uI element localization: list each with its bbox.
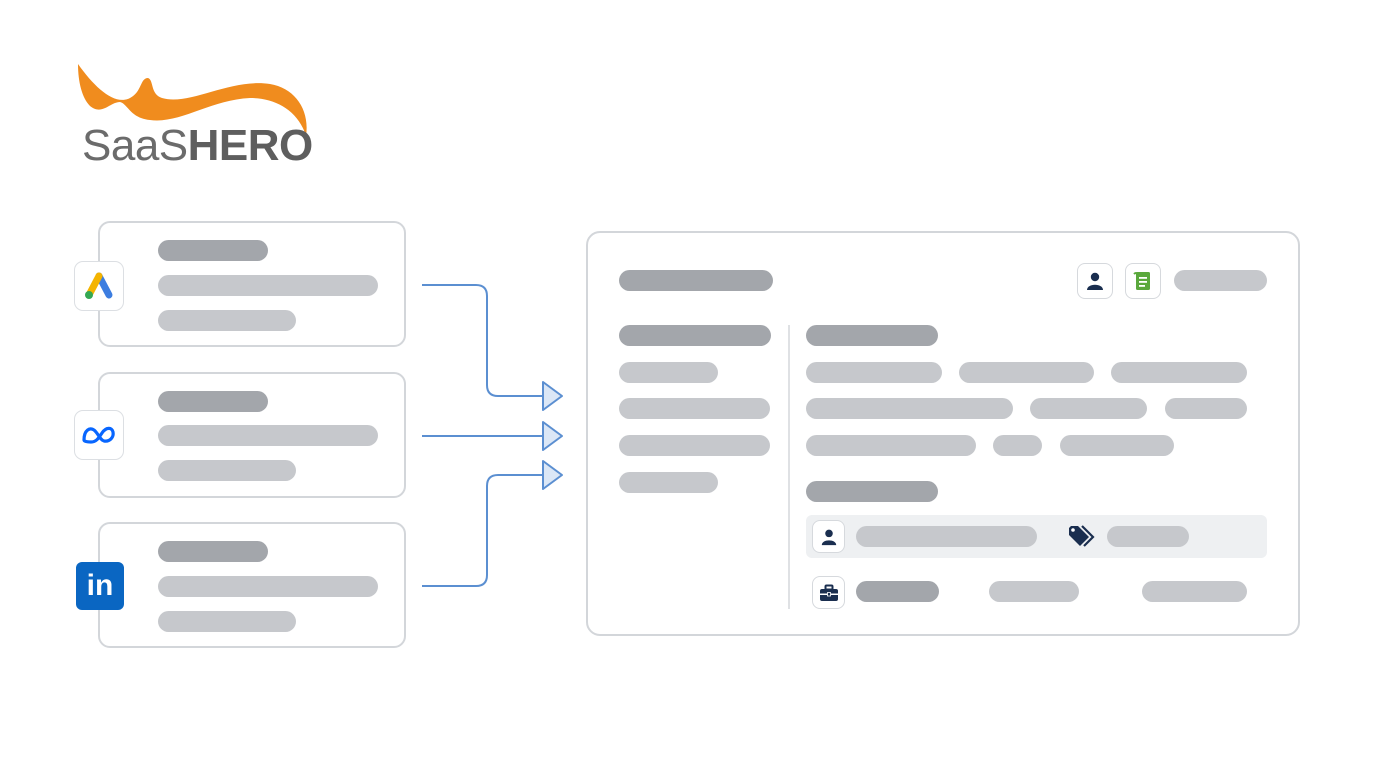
row-field-placeholder [856, 526, 1037, 547]
sidebar-item-placeholder [619, 435, 770, 456]
field-placeholder [993, 435, 1042, 456]
field-placeholder [959, 362, 1094, 383]
logo-text-saas: SaaS [82, 121, 188, 170]
field-placeholder [1165, 398, 1247, 419]
source-card-meta [98, 372, 406, 498]
logo-wordmark: SaaSHERO [82, 124, 313, 168]
briefcase-icon [812, 576, 845, 609]
placeholder-line [158, 576, 378, 597]
field-placeholder [1111, 362, 1247, 383]
row-field-placeholder [856, 581, 939, 602]
saashero-logo: SaaSHERO [70, 58, 330, 173]
google-ads-icon [74, 261, 124, 311]
section-heading-placeholder [806, 325, 938, 346]
sidebar-item-placeholder [619, 362, 718, 383]
arrow-from-google-ads [422, 284, 543, 397]
placeholder-title [158, 240, 268, 261]
source-card-google-ads [98, 221, 406, 347]
placeholder-title [158, 391, 268, 412]
field-placeholder [806, 398, 1013, 419]
arrowhead [542, 381, 563, 411]
crm-record-panel [586, 231, 1300, 636]
row-field-placeholder [1107, 526, 1189, 547]
field-placeholder [806, 362, 942, 383]
sidebar-item-placeholder [619, 398, 770, 419]
tag-icon [1066, 521, 1096, 551]
field-placeholder [1060, 435, 1174, 456]
placeholder-line [158, 611, 296, 632]
row-field-placeholder [989, 581, 1079, 602]
column-divider [788, 325, 790, 609]
logo-swoosh-icon [78, 64, 307, 136]
field-placeholder [806, 435, 976, 456]
header-action-placeholder [1174, 270, 1267, 291]
placeholder-line [158, 425, 378, 446]
logo-text-hero: HERO [187, 121, 314, 170]
sidebar-item-placeholder [619, 472, 718, 493]
placeholder-line [158, 310, 296, 331]
meta-icon [74, 410, 124, 460]
record-title-placeholder [619, 270, 773, 291]
document-icon[interactable] [1125, 263, 1161, 299]
source-card-linkedin [98, 522, 406, 648]
placeholder-line [158, 275, 378, 296]
arrowhead [542, 460, 563, 490]
row-field-placeholder [1142, 581, 1247, 602]
sidebar-heading-placeholder [619, 325, 771, 346]
field-placeholder [1030, 398, 1147, 419]
arrowhead [542, 421, 563, 451]
placeholder-line [158, 460, 296, 481]
placeholder-title [158, 541, 268, 562]
linkedin-icon: in [76, 562, 124, 610]
section-heading-placeholder [806, 481, 938, 502]
arrow-from-linkedin [422, 474, 543, 587]
user-icon[interactable] [1077, 263, 1113, 299]
user-icon [812, 520, 845, 553]
